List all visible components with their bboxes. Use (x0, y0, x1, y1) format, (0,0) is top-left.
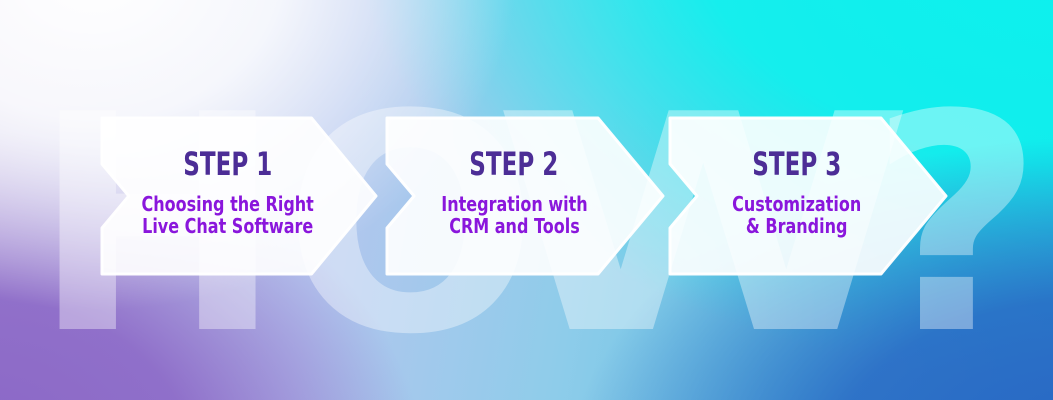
step-label: STEP 1 (183, 144, 273, 183)
step-description-line: Choosing the Right (141, 191, 315, 216)
step-card-content: STEP 3 Customization & Branding (668, 112, 948, 272)
step-description-line: Customization (732, 191, 862, 216)
step-card-2: STEP 2 Integration with CRM and Tools (385, 116, 665, 276)
step-card-content: STEP 1 Choosing the Right Live Chat Soft… (100, 112, 378, 272)
step-description: Choosing the Right Live Chat Software (142, 193, 314, 237)
arrow-banner-shape (100, 116, 378, 276)
step-description: Integration with CRM and Tools (441, 193, 587, 237)
step-description-line: CRM and Tools (448, 213, 580, 238)
step-label: STEP 2 (469, 144, 559, 183)
step-description: Customization & Branding (732, 193, 861, 237)
arrow-banner-shape (385, 116, 665, 276)
step-card-1: STEP 1 Choosing the Right Live Chat Soft… (100, 116, 378, 276)
step-description-line: & Branding (746, 213, 848, 238)
arrow-banner-shape (668, 116, 948, 276)
step-description-line: Integration with (440, 191, 588, 216)
step-description-line: Live Chat Software (142, 213, 314, 238)
step-label: STEP 3 (752, 144, 842, 183)
step-card-3: STEP 3 Customization & Branding (668, 116, 948, 276)
step-card-content: STEP 2 Integration with CRM and Tools (385, 112, 665, 272)
